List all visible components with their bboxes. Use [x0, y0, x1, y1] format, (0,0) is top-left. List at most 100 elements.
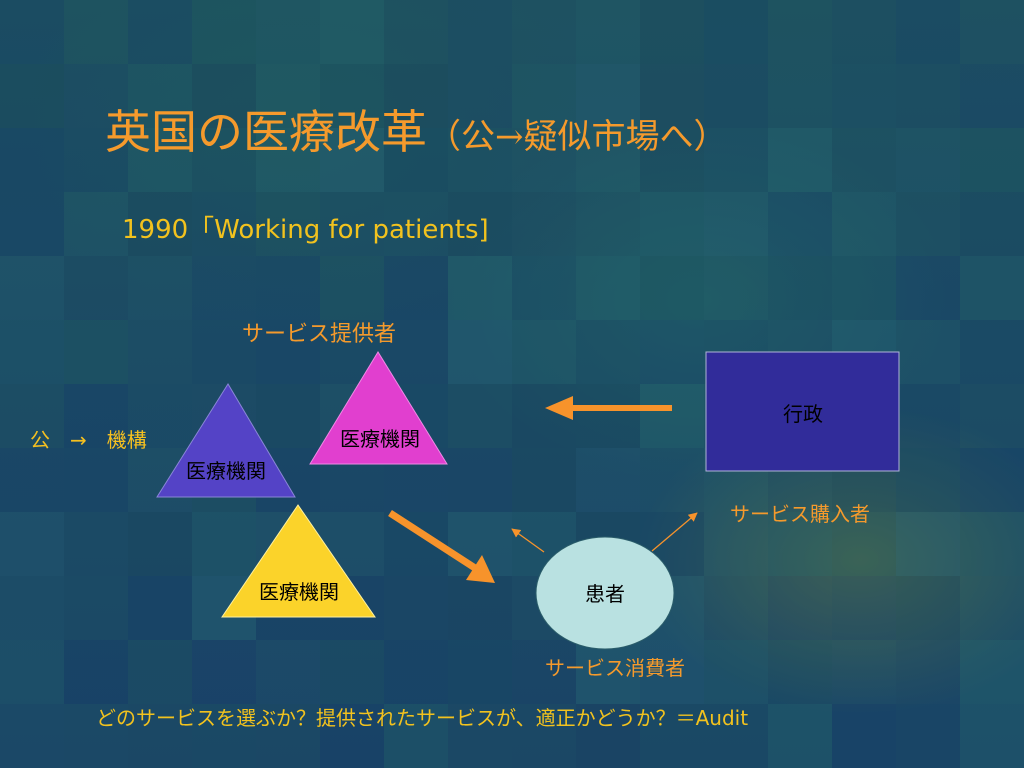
mosaic-tile: [640, 256, 704, 320]
medical-institution-yellow: 医療機関: [221, 504, 376, 618]
mosaic-tile: [768, 0, 832, 64]
service-buyer-label: サービス購入者: [730, 502, 870, 526]
mosaic-tile: [384, 0, 448, 64]
mosaic-tile: [0, 512, 64, 576]
mosaic-tile: [384, 128, 448, 192]
mosaic-tile: [640, 128, 704, 192]
mosaic-tile: [896, 0, 960, 64]
mosaic-tile: [384, 640, 448, 704]
mosaic-tile: [512, 320, 576, 384]
mosaic-tile: [0, 320, 64, 384]
mosaic-tile: [128, 512, 192, 576]
medical-institution-magenta: 医療機関: [309, 351, 448, 465]
mosaic-tile: [640, 384, 704, 448]
thin-arrow-patient-to-buyer: [651, 512, 698, 552]
mosaic-tile: [448, 128, 512, 192]
mosaic-tile: [960, 0, 1024, 64]
mosaic-tile: [448, 256, 512, 320]
mosaic-tile: [320, 704, 384, 768]
arrow-providers-to-patient: [388, 510, 495, 583]
mosaic-tile: [384, 576, 448, 640]
mosaic-tile: [0, 704, 64, 768]
mosaic-tile: [832, 0, 896, 64]
mosaic-tile: [960, 384, 1024, 448]
mosaic-tile: [832, 128, 896, 192]
mosaic-tile: [64, 256, 128, 320]
public-to-organization-label: 公 → 機構: [30, 428, 147, 452]
mosaic-tile: [64, 576, 128, 640]
mosaic-tile: [256, 256, 320, 320]
mosaic-tile: [960, 512, 1024, 576]
mosaic-tile: [64, 640, 128, 704]
patient-ellipse: [535, 536, 675, 650]
title-main: 英国の医療改革: [105, 105, 427, 159]
mosaic-tile: [0, 576, 64, 640]
mosaic-tile: [192, 192, 256, 256]
mosaic-tile: [448, 448, 512, 512]
mosaic-tile: [320, 640, 384, 704]
mosaic-tile: [128, 256, 192, 320]
mosaic-tile: [256, 320, 320, 384]
mosaic-tile: [64, 704, 128, 768]
mosaic-tile: [896, 64, 960, 128]
patient-label: 患者: [585, 582, 625, 606]
mosaic-tile: [960, 64, 1024, 128]
mosaic-tile: [768, 576, 832, 640]
mosaic-tile: [448, 320, 512, 384]
mosaic-tile: [448, 576, 512, 640]
mosaic-tile: [256, 384, 320, 448]
mosaic-tile: [384, 192, 448, 256]
mosaic-tile: [64, 320, 128, 384]
mosaic-tile: [256, 192, 320, 256]
mosaic-tile: [128, 576, 192, 640]
mosaic-tile: [640, 704, 704, 768]
mosaic-tile: [960, 448, 1024, 512]
mosaic-tile: [0, 640, 64, 704]
mosaic-tile: [704, 704, 768, 768]
mosaic-tile: [512, 448, 576, 512]
mosaic-tile: [832, 512, 896, 576]
mosaic-tile: [128, 0, 192, 64]
mosaic-tile: [512, 704, 576, 768]
mosaic-tile: [896, 576, 960, 640]
mosaic-tile: [128, 640, 192, 704]
triangle-yellow-shape: [221, 504, 376, 618]
mosaic-tile: [0, 192, 64, 256]
mosaic-tile: [704, 0, 768, 64]
mosaic-tile: [640, 320, 704, 384]
mosaic-tile: [896, 384, 960, 448]
mosaic-tile: [192, 0, 256, 64]
mosaic-tile: [704, 576, 768, 640]
mosaic-tile: [64, 384, 128, 448]
mosaic-tile: [512, 64, 576, 128]
mosaic-tile: [64, 0, 128, 64]
mosaic-tile: [960, 576, 1024, 640]
mosaic-tile: [448, 192, 512, 256]
mosaic-tile: [640, 64, 704, 128]
mosaic-tile: [832, 704, 896, 768]
mosaic-tile: [0, 448, 64, 512]
mosaic-tile: [960, 192, 1024, 256]
mosaic-tile: [704, 256, 768, 320]
mosaic-tile: [960, 128, 1024, 192]
mosaic-tile: [704, 192, 768, 256]
mosaic-tile: [320, 64, 384, 128]
mosaic-tile: [64, 448, 128, 512]
mosaic-tile: [768, 512, 832, 576]
government-label: 行政: [783, 402, 823, 426]
mosaic-tile: [768, 256, 832, 320]
triangle-purple-label: 医療機関: [186, 459, 266, 483]
mosaic-tile: [960, 256, 1024, 320]
mosaic-tile: [576, 704, 640, 768]
mosaic-tile: [320, 128, 384, 192]
mosaic-tile: [192, 704, 256, 768]
mosaic-tile: [576, 192, 640, 256]
mosaic-tile: [896, 704, 960, 768]
mosaic-tile: [0, 384, 64, 448]
mosaic-tile: [768, 64, 832, 128]
mosaic-tile: [576, 64, 640, 128]
mosaic-tile: [768, 640, 832, 704]
audit-question-line: どのサービスを選ぶか？提供されたサービスが、適正かどうか？＝Audit: [96, 706, 749, 730]
mosaic-tile: [128, 128, 192, 192]
